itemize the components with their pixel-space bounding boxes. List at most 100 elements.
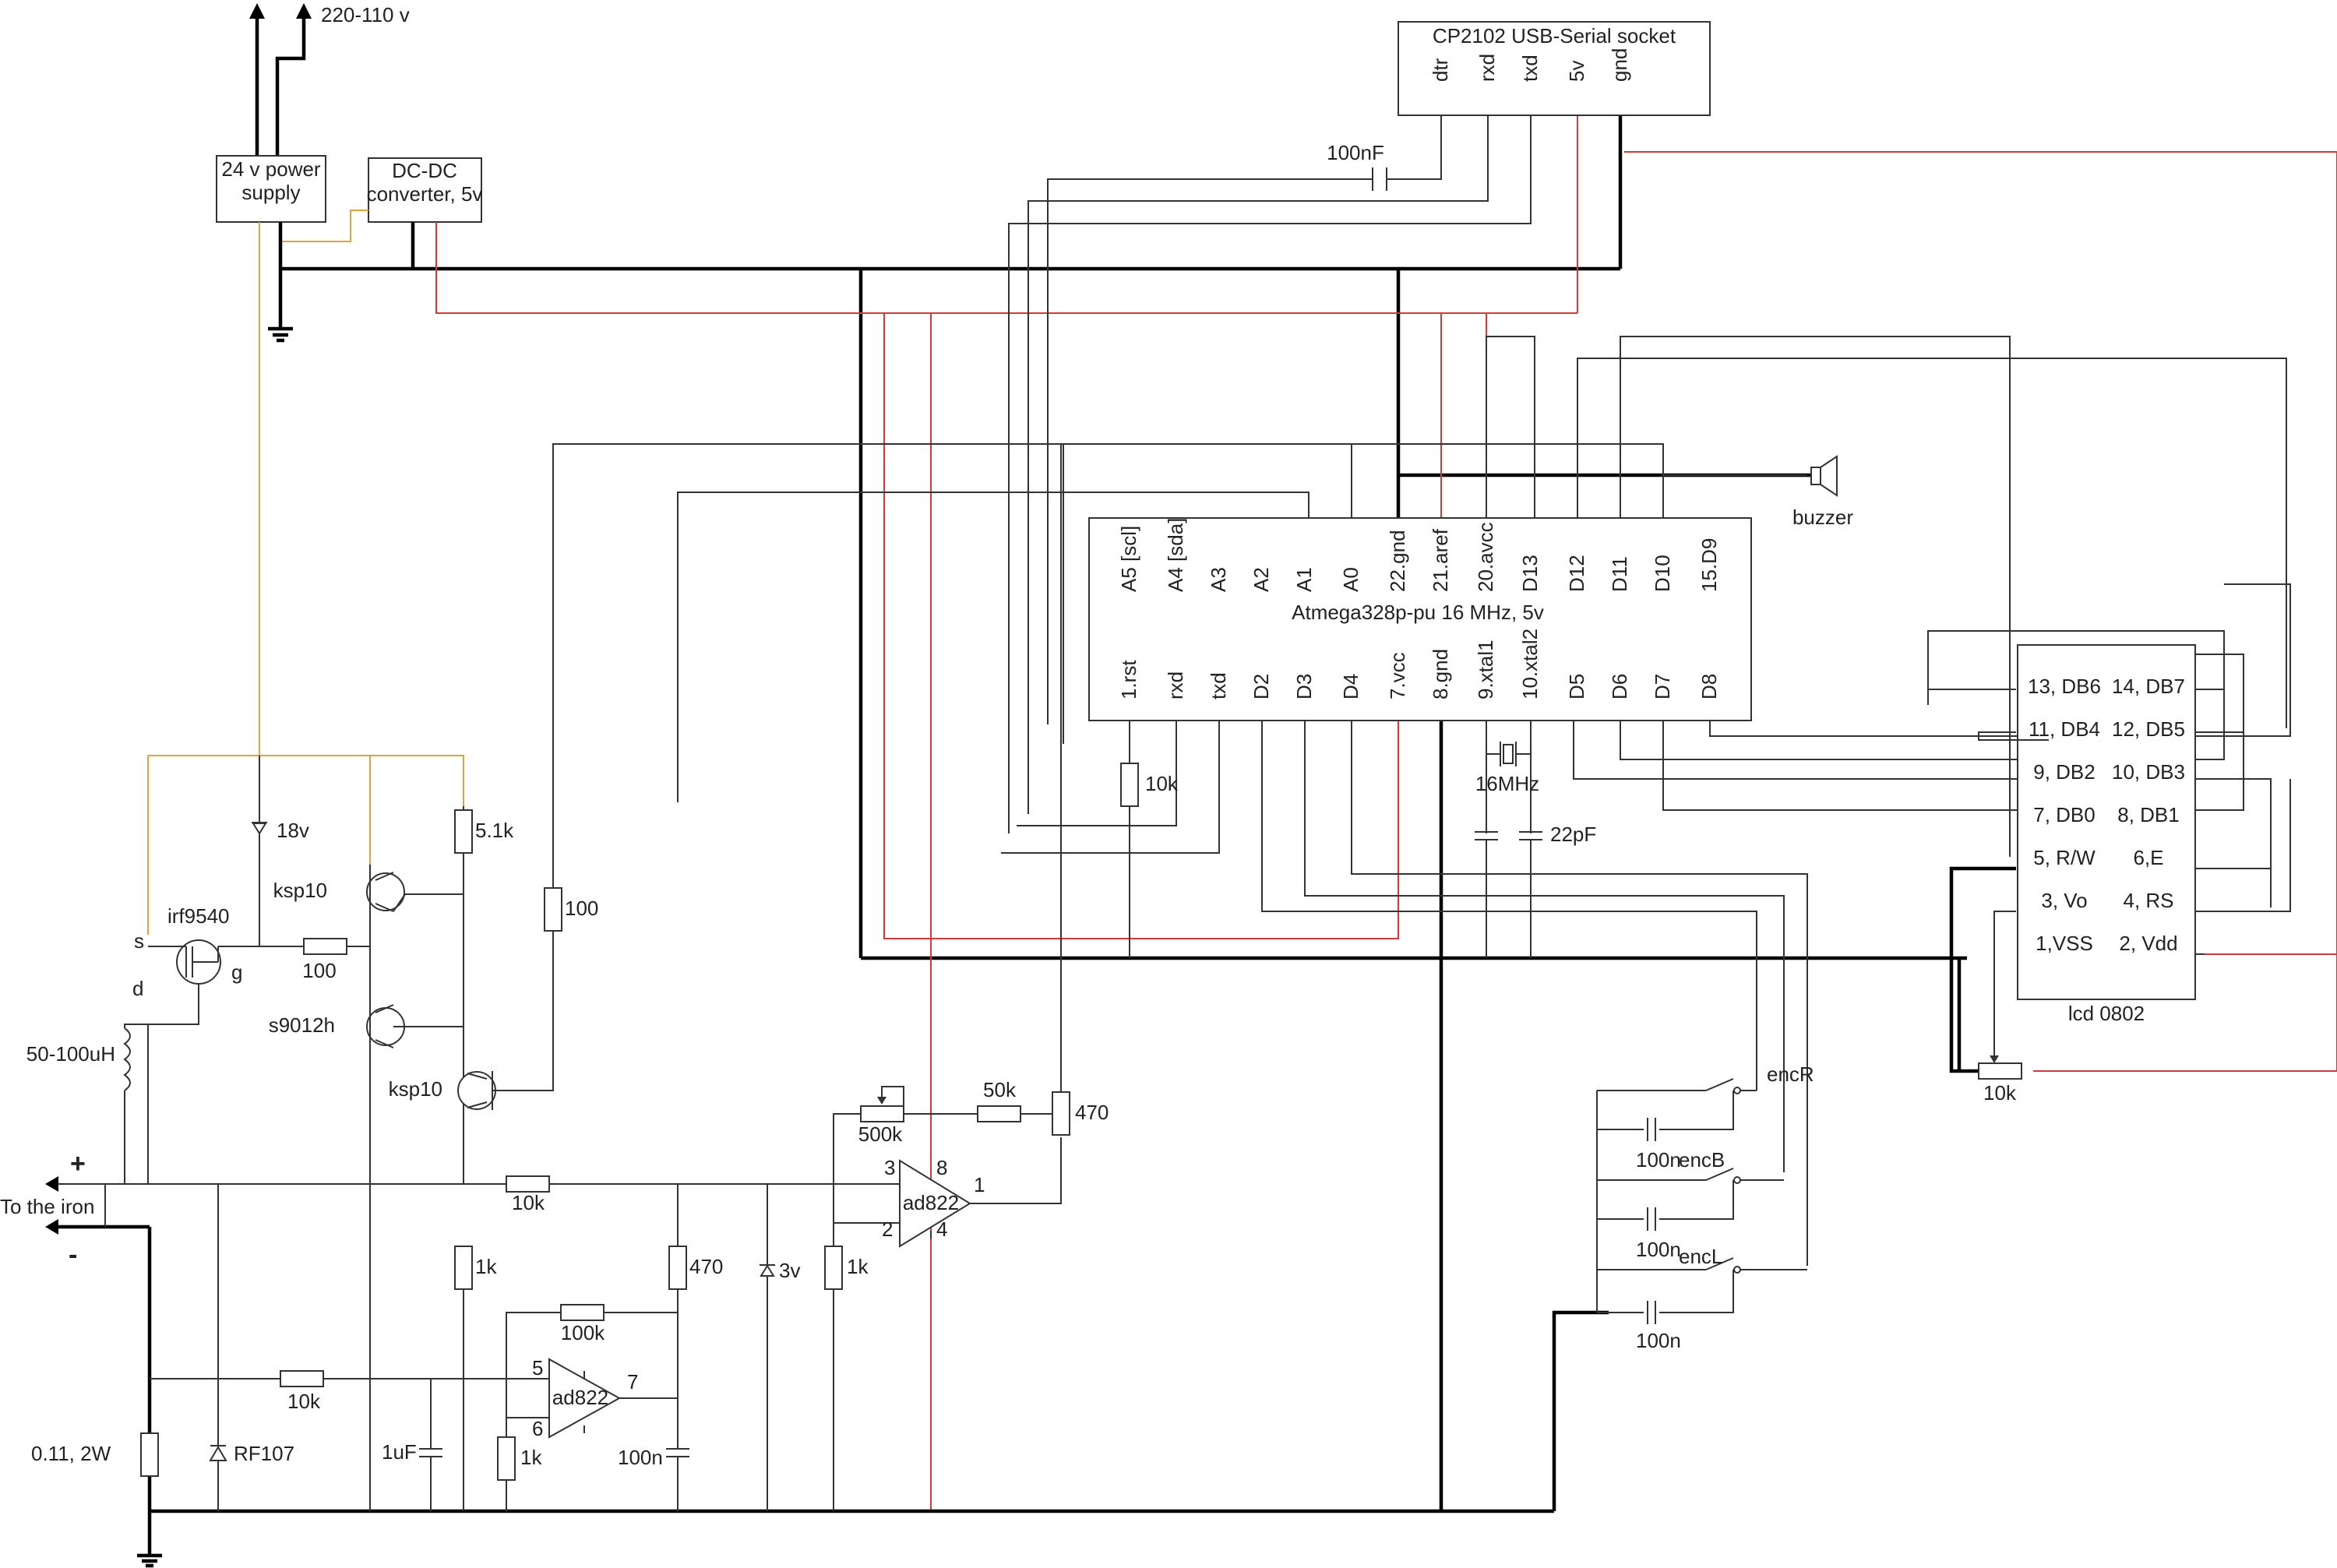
op2-pin5: 5 — [532, 1356, 543, 1379]
usb-title: CP2102 USB-Serial socket — [1433, 24, 1676, 48]
op1-pin1: 1 — [974, 1173, 985, 1196]
usb-pin-rxd: rxd — [1475, 54, 1499, 82]
r-10k-low-label: 10k — [287, 1390, 321, 1413]
q3-label: ksp10 — [389, 1077, 442, 1101]
op1-pin8: 8 — [936, 1156, 947, 1179]
mcu-top-pin: D12 — [1565, 555, 1588, 592]
lcd-pin-label: 2, Vdd — [2119, 932, 2177, 955]
enc-b-cap-label: 100n — [1636, 1238, 1681, 1261]
buzzer: buzzer — [1792, 455, 1853, 529]
mcu-top-pin: 15.D9 — [1697, 538, 1721, 592]
mcu-top-pin: 21.aref — [1429, 528, 1452, 592]
op2-label: ad822 — [552, 1386, 608, 1409]
mcu-top-pin: A2 — [1250, 567, 1273, 592]
zener-18v-label: 18v — [277, 819, 309, 842]
mcu-bottom-pin: D2 — [1250, 674, 1273, 699]
op1-pin3: 3 — [884, 1156, 895, 1179]
dcdc-line1: DC-DC — [392, 159, 457, 182]
lcd-pin-label: 13, DB6 — [2028, 675, 2101, 698]
lcd-pin-label: 3, Vo — [2041, 889, 2087, 912]
mcu-top-pin: A1 — [1292, 567, 1316, 592]
ground-symbol — [268, 222, 293, 343]
lcd-pin-label: 6,E — [2133, 846, 2163, 869]
cap-100n-label: 100n — [618, 1446, 663, 1469]
mcu-top-pin: D11 — [1608, 556, 1631, 592]
usb-pin-gnd: gnd — [1608, 48, 1631, 82]
r-rst-label: 10k — [1145, 772, 1179, 795]
mcu-top-pin: A5 [scl] — [1117, 526, 1140, 592]
mcu-bottom-pin: D6 — [1608, 674, 1631, 699]
lcd-pin-label: 8, DB1 — [2117, 803, 2180, 826]
r-10k-in-label: 10k — [512, 1191, 545, 1214]
lcd-pin-label: 5, R/W — [2033, 846, 2096, 869]
mcu-bottom-pin: 9.xtal1 — [1474, 640, 1497, 699]
cap-100nf-usb-label: 100nF — [1327, 141, 1384, 164]
mcu-bottom-pin: 7.vcc — [1386, 652, 1409, 699]
minus-label: - — [69, 1240, 77, 1270]
crystal-label: 16MHz — [1475, 772, 1539, 795]
lcd-title: lcd 0802 — [2068, 1002, 2145, 1025]
lcd-pin-label: 1,VSS — [2036, 932, 2093, 955]
buzzer-label: buzzer — [1792, 506, 1853, 529]
psu-24v-line1: 24 v power — [221, 157, 321, 181]
ground-rail-bottom — [147, 721, 2016, 1513]
inductor-label: 50-100uH — [26, 1042, 115, 1066]
lcd-pin-label: 4, RS — [2123, 889, 2173, 912]
r-gate-label: 100 — [302, 959, 336, 982]
capacitor-100nf-usb: 100nF — [1327, 141, 1387, 191]
mcu-top-pin: D10 — [1651, 555, 1674, 592]
enc-l-cap-label: 100n — [1636, 1329, 1681, 1352]
mains-label: 220-110 v — [321, 3, 410, 26]
mains-input: 220-110 v — [249, 3, 410, 167]
diode-label: RF107 — [234, 1442, 294, 1465]
mcu-bottom-pin: D5 — [1565, 674, 1588, 699]
capacitors-22pf: 22pF — [1475, 823, 1596, 958]
mcu-bottom-pin: txd — [1207, 672, 1230, 699]
pin-d-label: d — [132, 977, 143, 1000]
op2-pin6: 6 — [532, 1417, 543, 1440]
mcu-bottom-pin: 1.rst — [1117, 660, 1140, 699]
dc-dc-converter: DC-DC converter, 5v — [367, 157, 482, 223]
enc-b-label: encB — [1679, 1148, 1725, 1172]
mcu-top-pin: A3 — [1207, 567, 1230, 592]
r-50k-label: 50k — [983, 1078, 1017, 1101]
lcd-pin-label: 11, DB4 — [2029, 717, 2100, 741]
op1-pin2: 2 — [882, 1217, 893, 1241]
mcu-bottom-pin: D7 — [1651, 674, 1674, 699]
mcu-bottom-pin: 10.xtal2 — [1518, 629, 1542, 699]
mcu-bottom-pin: rxd — [1164, 671, 1187, 699]
cap-1uf-label: 1uF — [382, 1440, 417, 1464]
atmega328p-chip: Atmega328p-pu 16 MHz, 5v A5 [scl] A4 [sda… — [1088, 517, 1752, 721]
zener-3v-label: 3v — [779, 1259, 800, 1282]
mosfet-label: irf9540 — [167, 904, 230, 928]
lcd-pin-label: 9, DB2 — [2033, 760, 2096, 784]
power-stage: 18v 5.1k ksp10 s9012h ksp10 100 — [0, 756, 834, 1511]
enc-r-label: encR — [1767, 1062, 1814, 1086]
caps-22pf-label: 22pF — [1550, 823, 1596, 846]
r-100k-label: 100k — [561, 1321, 605, 1344]
mcu-top-pin: A4 [sda] — [1164, 518, 1187, 592]
mcu-top-pin: D13 — [1518, 555, 1542, 592]
vcc-rail-5v — [435, 74, 2337, 1511]
mcu-title: Atmega328p-pu 16 MHz, 5v — [1292, 601, 1544, 624]
r-shunt-label: 0.11, 2W — [31, 1442, 111, 1465]
r-1k-b-label: 1k — [847, 1255, 869, 1278]
r-51k-label: 5.1k — [475, 819, 514, 842]
psu-24v: 24 v power supply — [216, 155, 326, 223]
r-470-a-label: 470 — [689, 1255, 723, 1278]
psu-24v-line2: supply — [241, 181, 300, 204]
pin-s-label: s — [134, 929, 144, 953]
mcu-top-wires — [552, 336, 2287, 888]
op1-pin4: 4 — [936, 1217, 947, 1241]
r-1k-a-label: 1k — [475, 1255, 497, 1278]
usb-pin-dtr: dtr — [1429, 58, 1452, 82]
lcd-pin-label: 7, DB0 — [2033, 803, 2096, 826]
usb-wires — [1008, 115, 1532, 833]
iron-label: To the iron — [0, 1195, 94, 1218]
mcu-top-pin: 20.avcc — [1474, 522, 1497, 592]
r-1k-c-label: 1k — [520, 1446, 542, 1469]
